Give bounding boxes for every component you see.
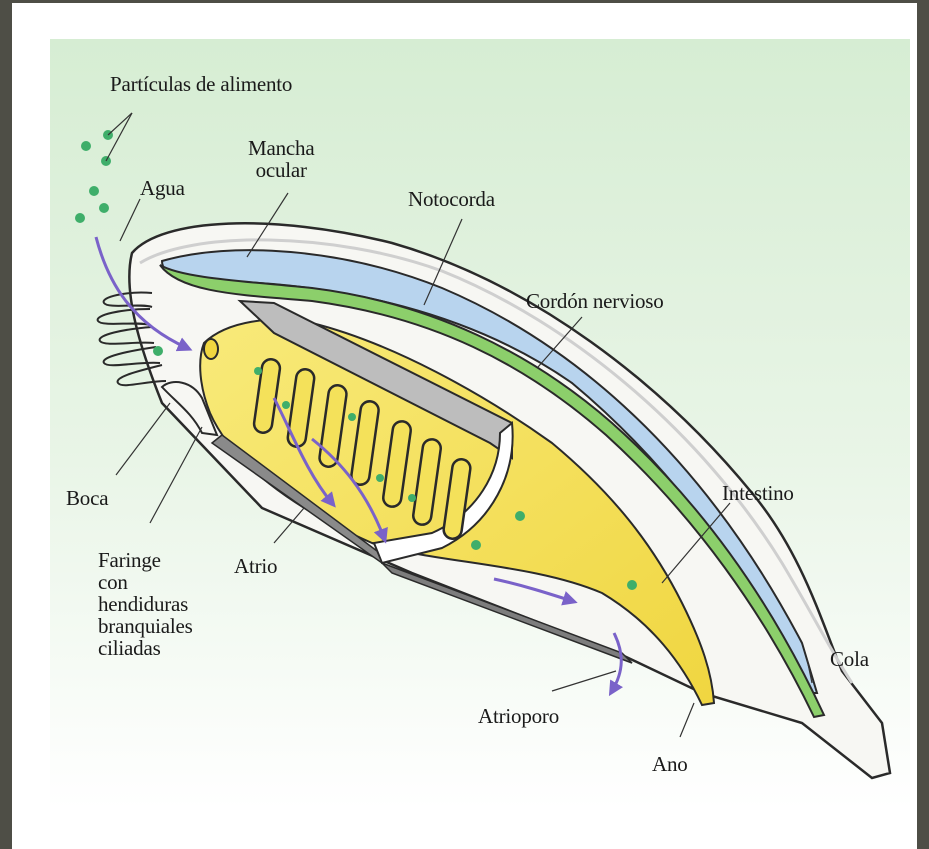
label-anus: Ano xyxy=(652,753,688,775)
label-tail: Cola xyxy=(830,648,869,670)
label-notochord: Notocorda xyxy=(408,188,495,210)
label-water: Agua xyxy=(140,177,185,199)
label-atriopore: Atrioporo xyxy=(478,705,559,727)
eyespot-dot xyxy=(204,339,218,359)
label-food-particles: Partículas de alimento xyxy=(110,73,292,95)
lancelet-anatomy-diagram xyxy=(12,3,917,849)
label-nerve-cord: Cordón nervioso xyxy=(526,290,664,312)
label-intestine: Intestino xyxy=(722,482,794,504)
label-atrium: Atrio xyxy=(234,555,277,577)
label-mouth: Boca xyxy=(66,487,108,509)
label-eyespot: Mancha ocular xyxy=(248,137,314,181)
diagram-frame: Partículas de alimento Agua Mancha ocula… xyxy=(12,3,917,849)
label-pharynx: Faringe con hendiduras branquiales cilia… xyxy=(98,549,193,659)
